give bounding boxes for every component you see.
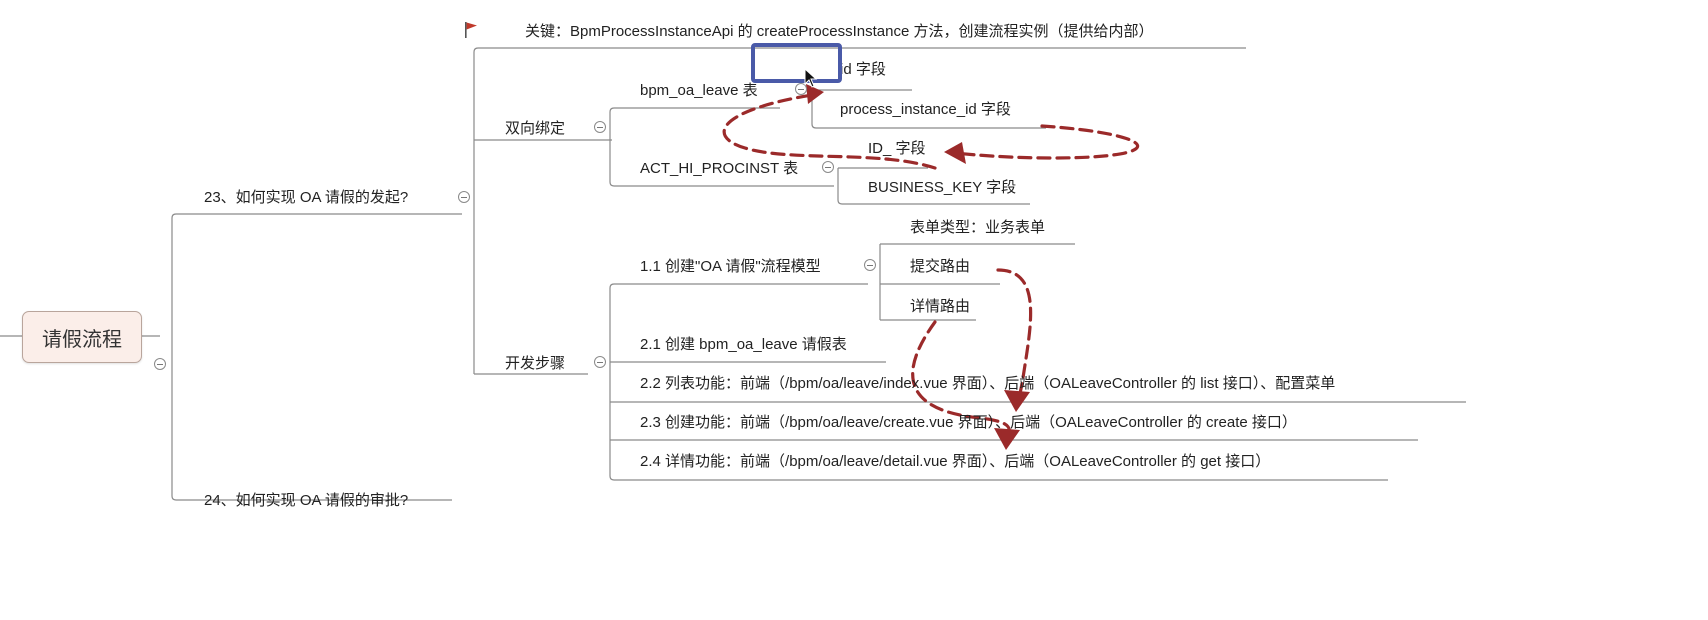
node-step-2-2[interactable]: 2.2 列表功能：前端（/bpm/oa/leave/index.vue 界面）、…: [640, 375, 1336, 392]
node-step-2-1[interactable]: 2.1 创建 bpm_oa_leave 请假表: [640, 336, 847, 353]
connector-step11: [609, 283, 868, 289]
node-dev[interactable]: 开发步骤: [505, 355, 566, 372]
node-step-1-1[interactable]: 1.1 创建"OA 请假"流程模型: [640, 258, 821, 275]
node-binding[interactable]: 双向绑定: [505, 120, 566, 137]
collapse-toggle-q23[interactable]: [458, 191, 470, 203]
arrowhead-step23: [994, 428, 1020, 450]
collapse-toggle-act-hi[interactable]: [822, 161, 834, 173]
connector-key: [473, 47, 1246, 53]
node-submit-route[interactable]: 提交路由: [910, 258, 971, 275]
connector-oa-leave: [609, 107, 780, 113]
collapse-toggle-binding[interactable]: [594, 121, 606, 133]
connector-field-bk: [837, 199, 1030, 205]
connector-step24: [609, 475, 1388, 481]
node-form-type[interactable]: 表单类型：业务表单: [910, 219, 1046, 236]
node-oa-leave-table[interactable]: bpm_oa_leave 表: [640, 82, 758, 99]
arrow-detail-to-step23: [911, 320, 1011, 440]
connector-act-hi: [609, 181, 834, 187]
node-q24[interactable]: 24、如何实现 OA 请假的审批?: [204, 492, 409, 509]
collapse-toggle-root[interactable]: [154, 358, 166, 370]
arrowhead-id: [806, 84, 824, 104]
mouse-cursor-icon: [804, 68, 818, 88]
arrowhead-step22: [1004, 390, 1030, 412]
node-step-2-3[interactable]: 2.3 创建功能：前端（/bpm/oa/leave/create.vue 界面）…: [640, 414, 1297, 431]
connector-field-pid: [811, 123, 1046, 129]
selection-highlight: [751, 43, 842, 83]
node-detail-route[interactable]: 详情路由: [910, 298, 971, 315]
connector-q23: [171, 213, 462, 219]
node-act-hi-table[interactable]: ACT_HI_PROCINST 表: [640, 160, 799, 177]
flag-icon: [465, 22, 477, 38]
root-node[interactable]: 请假流程: [22, 311, 142, 363]
arrowhead-ID: [944, 142, 966, 164]
root-label: 请假流程: [42, 328, 122, 351]
node-field-ID[interactable]: ID_ 字段: [868, 140, 926, 157]
arrow-pid-to-ID: [953, 124, 1140, 160]
node-q23[interactable]: 23、如何实现 OA 请假的发起?: [204, 189, 409, 206]
arrow-bk-to-id: [722, 93, 937, 170]
node-field-process-instance-id[interactable]: process_instance_id 字段: [840, 101, 1011, 118]
connector-q24: [171, 495, 452, 501]
collapse-toggle-dev[interactable]: [594, 356, 606, 368]
node-step-2-4[interactable]: 2.4 详情功能：前端（/bpm/oa/leave/detail.vue 界面）…: [640, 453, 1271, 470]
collapse-toggle-oa-leave[interactable]: [795, 83, 807, 95]
node-field-id[interactable]: id 字段: [840, 61, 886, 78]
collapse-toggle-step-1-1[interactable]: [864, 259, 876, 271]
node-key-note[interactable]: 关键：BpmProcessInstanceApi 的 createProcess…: [525, 23, 1154, 40]
node-field-business-key[interactable]: BUSINESS_KEY 字段: [868, 179, 1017, 196]
